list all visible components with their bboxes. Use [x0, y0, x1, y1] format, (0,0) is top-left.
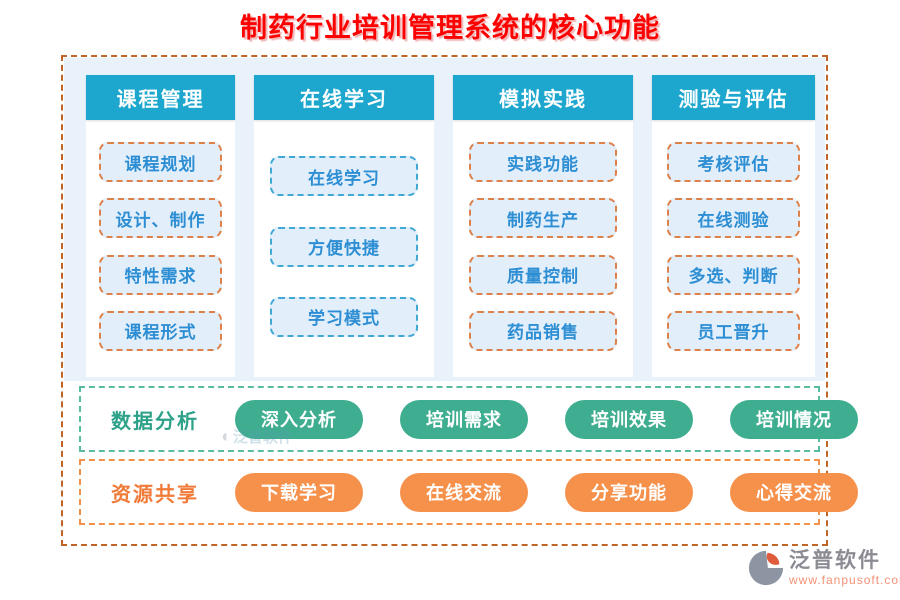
outer-dashed-frame: 课程管理课程规划设计、制作特性需求课程形式在线学习在线学习方便快捷学习模式模拟实… — [61, 55, 858, 546]
feature-item: 质量控制 — [469, 254, 617, 295]
pill-group: 下载学习在线交流分享功能心得交流 — [235, 472, 858, 512]
feature-item: 考核评估 — [666, 142, 801, 183]
vendor-name: 泛普软件 — [789, 549, 881, 572]
fanpu-logo-icon — [748, 550, 784, 586]
column-1: 课程管理课程规划设计、制作特性需求课程形式 — [86, 75, 235, 377]
feature-item: 多选、判断 — [666, 254, 801, 295]
pill-item: 培训效果 — [565, 399, 693, 439]
pill-item: 下载学习 — [235, 472, 363, 512]
feature-item: 学习模式 — [270, 296, 418, 337]
feature-row-label: 数据分析 — [111, 410, 199, 433]
column-body: 考核评估在线测验多选、判断员工晋升 — [652, 120, 815, 377]
pill-group: 深入分析培训需求培训效果培训情况 — [235, 399, 858, 439]
vendor-url: www.fanpusoft.com — [789, 573, 900, 587]
feature-row-green: 数据分析深入分析培训需求培训效果培训情况◖泛普软件 — [79, 386, 858, 452]
pill-item: 在线交流 — [400, 472, 528, 512]
feature-item: 药品销售 — [469, 310, 617, 351]
pill-item: 深入分析 — [235, 399, 363, 439]
column-header: 测验与评估 — [652, 75, 815, 120]
column-header: 模拟实践 — [453, 75, 633, 120]
column-body: 课程规划设计、制作特性需求课程形式 — [86, 120, 235, 377]
column-4: 测验与评估考核评估在线测验多选、判断员工晋升 — [652, 75, 815, 377]
feature-item: 在线学习 — [270, 156, 418, 197]
column-body: 实践功能制药生产质量控制药品销售 — [453, 120, 633, 377]
column-header: 课程管理 — [86, 75, 235, 120]
feature-item: 课程规划 — [99, 142, 222, 183]
column-header: 在线学习 — [254, 75, 434, 120]
feature-item: 在线测验 — [666, 198, 801, 239]
pill-item: 分享功能 — [565, 472, 693, 512]
column-body: 在线学习方便快捷学习模式 — [254, 120, 434, 377]
pill-item: 培训情况 — [730, 399, 858, 439]
feature-item: 制药生产 — [469, 198, 617, 239]
watermark-logo-icon: ◖ — [219, 426, 230, 446]
vendor-logo: 泛普软件 www.fanpusoft.com — [747, 549, 900, 587]
feature-item: 设计、制作 — [99, 198, 222, 239]
feature-item: 特性需求 — [99, 254, 222, 295]
column-2: 在线学习在线学习方便快捷学习模式 — [254, 75, 434, 377]
feature-item: 实践功能 — [469, 142, 617, 183]
column-3: 模拟实践实践功能制药生产质量控制药品销售 — [453, 75, 633, 377]
feature-columns: 课程管理课程规划设计、制作特性需求课程形式在线学习在线学习方便快捷学习模式模拟实… — [86, 75, 815, 377]
feature-row-label: 资源共享 — [111, 483, 199, 506]
pill-item: 培训需求 — [400, 399, 528, 439]
vendor-logo-text: 泛普软件 www.fanpusoft.com — [789, 549, 900, 587]
feature-item: 员工晋升 — [666, 310, 801, 351]
feature-item: 课程形式 — [99, 310, 222, 351]
page-title: 制药行业培训管理系统的核心功能 — [240, 13, 660, 43]
feature-row-orange: 资源共享 下载学习在线交流分享功能心得交流 — [79, 459, 858, 525]
pill-item: 心得交流 — [730, 472, 858, 512]
feature-item: 方便快捷 — [270, 226, 418, 267]
